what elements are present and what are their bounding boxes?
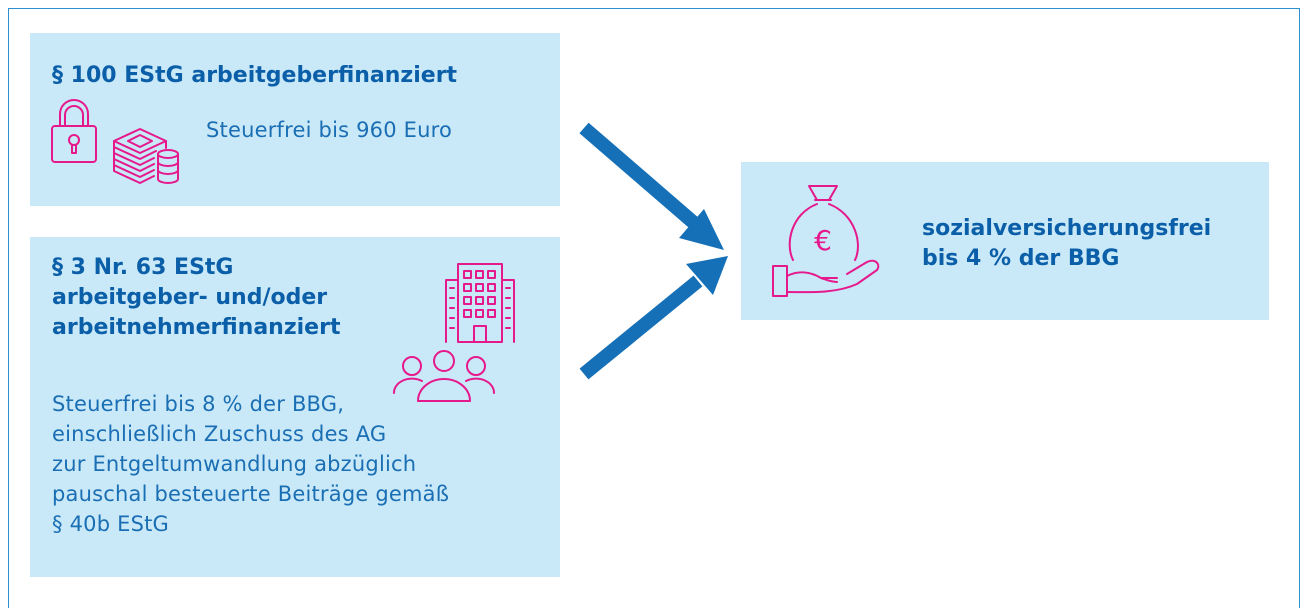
box-social-insurance-line-2: bis 4 % der BBG [922,246,1120,271]
box-section-100-text: Steuerfrei bis 960 Euro [206,118,453,142]
box-section-3-text-line-1: Steuerfrei bis 8 % der BBG, [52,392,345,416]
box-section-3-title-line-1: § 3 Nr. 63 EStG [52,255,234,280]
box-section-3-text-line-3: zur Entgeltumwandlung abzüglich [52,452,417,476]
currency-symbol: € [814,224,832,257]
arrow-bottom-to-right [579,256,728,380]
box-social-insurance: € sozialversicherungsfrei bis 4 % der BB… [741,162,1269,320]
box-section-3-title-line-2: arbeitgeber- und/oder [52,285,328,310]
diagram-frame [8,8,1300,608]
box-section-3-text-line-5: § 40b EStG [52,512,170,536]
arrow-top-to-right [579,122,724,250]
people-group-icon [392,350,496,402]
box-social-insurance-line-1: sozialversicherungsfrei [922,216,1212,241]
box-section-3-text-line-2: einschließlich Zuschuss des AG [52,422,387,446]
box-section-3-title-line-3: arbeitnehmerfinanziert [52,315,341,340]
money-stack-icon [113,128,179,184]
box-section-100: § 100 EStG arbeitgeberfinanziert Steuerf… [30,33,560,206]
money-bag-hand-icon: € [772,185,880,297]
office-building-icon [445,263,515,343]
box-section-3-nr-63: § 3 Nr. 63 EStG arbeitgeber- und/oder ar… [30,237,560,577]
box-section-3-text-line-4: pauschal besteuerte Beiträge gemäß [52,482,450,506]
padlock-icon [51,99,97,163]
box-section-100-title: § 100 EStG arbeitgeberfinanziert [52,63,458,88]
